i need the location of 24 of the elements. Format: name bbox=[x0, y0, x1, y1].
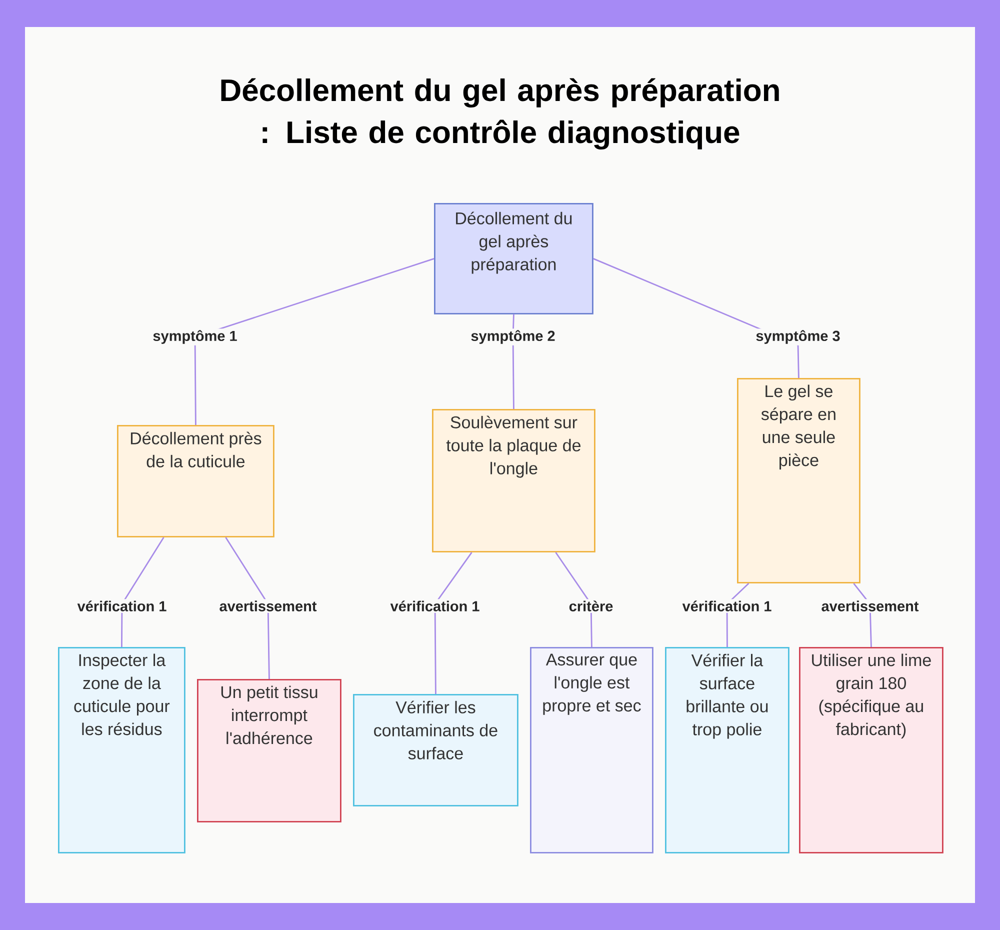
topic-box: Décollement du gel après préparation bbox=[434, 203, 594, 314]
edge-label: vérification 1 bbox=[680, 599, 774, 613]
step-box: Vérifier les contaminants de surface bbox=[353, 694, 518, 806]
edge-label: critère bbox=[567, 599, 615, 613]
step-box: Vérifier la surface brillante ou trop polie bbox=[665, 647, 790, 854]
edge-label: symptôme 1 bbox=[151, 328, 239, 346]
edge-label: avertissement bbox=[820, 599, 920, 613]
step-box: Un petit tissu interrompt l'adhérence bbox=[197, 679, 342, 822]
edge-label: avertissement bbox=[218, 599, 318, 613]
title: Décollement du gel après préparation : Liste de contrôle diagnostique bbox=[221, 78, 779, 150]
step-box: Assurer que l'ongle est propre et sec bbox=[530, 647, 654, 854]
connector-line bbox=[434, 552, 472, 694]
step-box: Utiliser une lime grain 180 (spécifique au fabricant) bbox=[799, 647, 944, 854]
step-box: Soulèvement sur toute la plaque de l'ongle bbox=[432, 409, 596, 552]
step-box: Décollement près de la cuticule bbox=[117, 425, 274, 538]
edge-label: vérification 1 bbox=[76, 599, 168, 613]
edge-label: symptôme 3 bbox=[754, 328, 842, 346]
connector-line bbox=[121, 537, 164, 648]
connector-line bbox=[194, 258, 434, 426]
step-box: Inspecter la zone de la cuticule pour les résidus bbox=[58, 647, 186, 854]
edge-label: vérification 1 bbox=[388, 599, 482, 613]
step-box: Le gel se sépare en une seule pièce bbox=[737, 378, 860, 584]
edge-label: symptôme 2 bbox=[469, 328, 557, 346]
connector-line bbox=[225, 537, 270, 680]
